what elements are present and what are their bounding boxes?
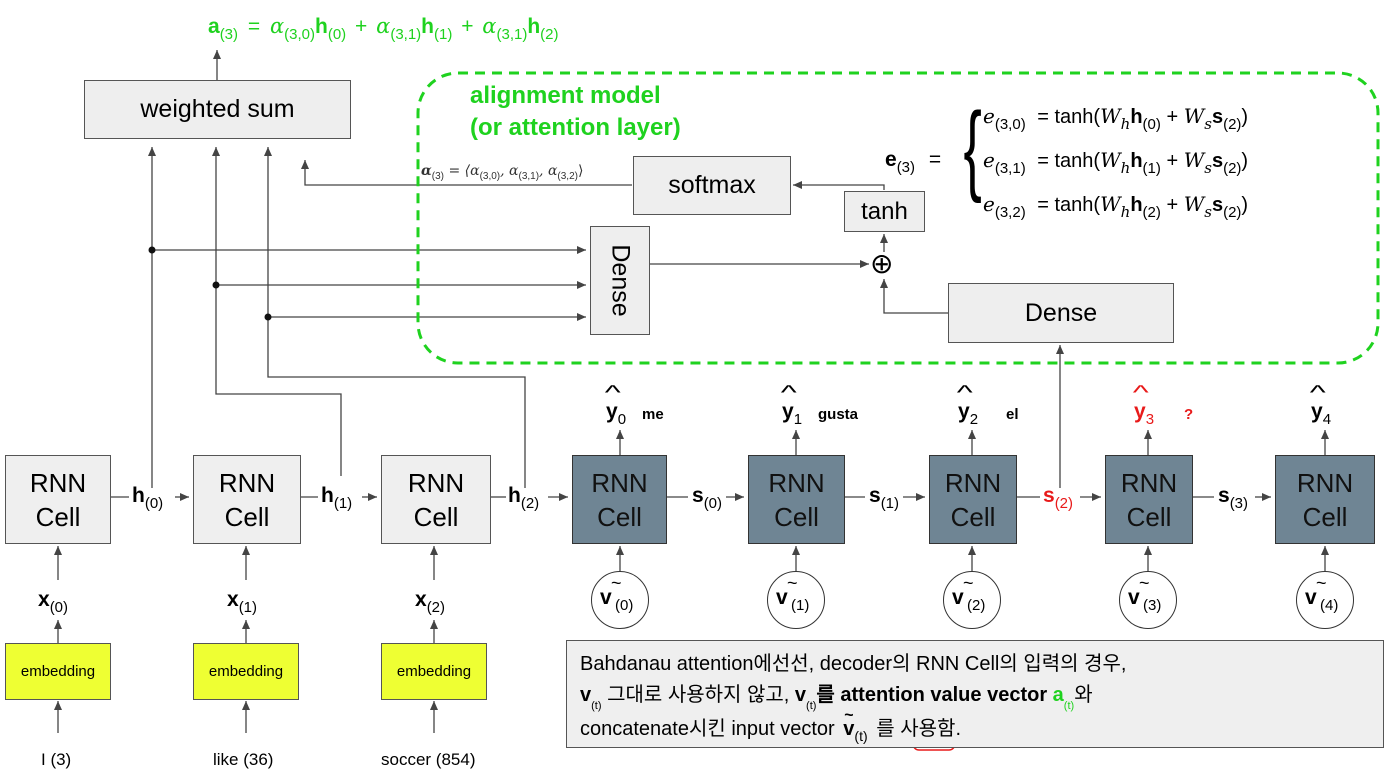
v-symbol: v: [952, 586, 964, 609]
decoder-input-circle: ~ v (0): [591, 571, 649, 629]
cell-label: RNN: [407, 467, 465, 498]
input-x-label: x(2): [415, 588, 446, 616]
cell-label: Cell: [1126, 501, 1172, 532]
output-y-label: y1: [782, 400, 803, 428]
decoder-state-label: s(1): [869, 484, 900, 512]
decoder-state-label: s(2): [1043, 484, 1074, 512]
input-word: like (36): [213, 750, 274, 769]
hat-symbol: ^: [1309, 382, 1326, 404]
decoder-state-label: s(0): [692, 484, 723, 512]
output-y-label: y4: [1311, 400, 1332, 428]
score-vector-label: e(3) =: [885, 148, 942, 176]
output-y-label: y2: [958, 400, 979, 428]
cell-label: RNN: [1120, 467, 1178, 498]
cell-label: Cell: [35, 501, 81, 532]
output-word: gusta: [818, 406, 859, 423]
tilde-symbol: ~: [963, 573, 974, 593]
dense-decoder-box: Dense: [948, 283, 1174, 343]
v-symbol: v: [600, 586, 612, 609]
decoder-input-circle: ~ v (3): [1119, 571, 1177, 629]
context-vector-equation: a(3) = α(3,0)h(0) + α(3,1)h(1) + α(3,1)h…: [208, 14, 559, 43]
tilde-symbol: ~: [1139, 573, 1150, 593]
score-equation-row: e(3,0) = tanh(Whh(0) + Wss(2)): [983, 104, 1249, 133]
score-equation-row: e(3,2) = tanh(Whh(2) + Wss(2)): [983, 192, 1249, 221]
input-word: I (3): [41, 750, 72, 769]
cell-label: Cell: [413, 501, 459, 532]
cell-label: RNN: [1296, 467, 1354, 498]
cell-label: RNN: [768, 467, 825, 498]
brace-symbol: {: [963, 92, 982, 204]
hidden-state-label: h(1): [321, 484, 353, 512]
tanh-box: tanh: [844, 191, 925, 232]
embedding-box: embedding: [193, 643, 299, 700]
cell-label: Cell: [1302, 501, 1348, 532]
input-word: soccer (854): [381, 750, 476, 769]
hat-symbol: ^: [1132, 382, 1149, 404]
add-operator-icon: ⊕: [870, 248, 894, 279]
cell-label: RNN: [944, 467, 1002, 498]
alignment-model-title: alignment model: [470, 82, 661, 109]
output-word: el: [1006, 406, 1019, 423]
tilde-symbol: ~: [1316, 573, 1327, 593]
v-subscript: (4): [1320, 597, 1339, 614]
v-subscript: (1): [791, 597, 810, 614]
tilde-symbol: ~: [844, 707, 854, 724]
explanation-note: Bahdanau attention에선선, decoder의 RNN Cell…: [566, 640, 1384, 748]
v-symbol: v: [1305, 586, 1317, 609]
output-y-label: y3: [1134, 400, 1155, 428]
v-subscript: (3): [1143, 597, 1162, 614]
tilde-symbol: ~: [611, 573, 622, 593]
output-word: me: [642, 406, 664, 423]
weighted-sum-box: weighted sum: [84, 80, 351, 139]
v-symbol: v: [1128, 586, 1140, 609]
decoder-input-circle: ~ v (4): [1296, 571, 1354, 629]
v-subscript: (0): [615, 597, 634, 614]
embedding-box: embedding: [381, 643, 487, 700]
cell-label: RNN: [218, 467, 276, 498]
cell-label: Cell: [774, 501, 819, 532]
note-line: v(t) 그대로 사용하지 않고, v(t)를 attention value …: [580, 684, 1093, 712]
decoder-input-circle: ~ v (2): [943, 571, 1001, 629]
embedding-box: embedding: [5, 643, 111, 700]
v-symbol: v: [776, 586, 788, 609]
input-x-label: x(1): [227, 588, 258, 616]
dense-encoder-box: Dense: [590, 226, 650, 335]
dense-encoder-label: Dense: [606, 244, 635, 317]
hidden-state-label: h(2): [508, 484, 540, 512]
decoder-state-label: s(3): [1218, 484, 1249, 512]
cell-label: RNN: [29, 467, 87, 498]
cell-label: Cell: [950, 501, 996, 532]
output-y-label: y0: [606, 400, 627, 428]
hat-symbol: ^: [780, 382, 797, 404]
note-line: concatenate시킨 input vector ~v(t)를 사용함.: [580, 707, 1370, 746]
hat-symbol: ^: [956, 382, 973, 404]
note-line: Bahdanau attention에선선, decoder의 RNN Cell…: [580, 653, 1127, 675]
hat-symbol: ^: [604, 382, 621, 404]
alignment-model-subtitle: (or attention layer): [470, 114, 681, 141]
output-word: ?: [1184, 406, 1194, 423]
softmax-box: softmax: [633, 156, 791, 215]
input-x-label: x(0): [38, 588, 69, 616]
cell-label: Cell: [224, 501, 270, 532]
cell-label: RNN: [591, 467, 648, 498]
cell-label: Cell: [597, 501, 642, 532]
decoder-input-circle: ~ v (1): [767, 571, 825, 629]
score-equation-row: e(3,1) = tanh(Whh(1) + Wss(2)): [983, 148, 1249, 177]
hidden-state-label: h(0): [132, 484, 164, 512]
alpha-vector-label: α(3) = ⟨α(3,0), α(3,1), α(3,2)⟩: [421, 162, 584, 182]
v-subscript: (2): [967, 597, 986, 614]
tilde-symbol: ~: [787, 573, 798, 593]
